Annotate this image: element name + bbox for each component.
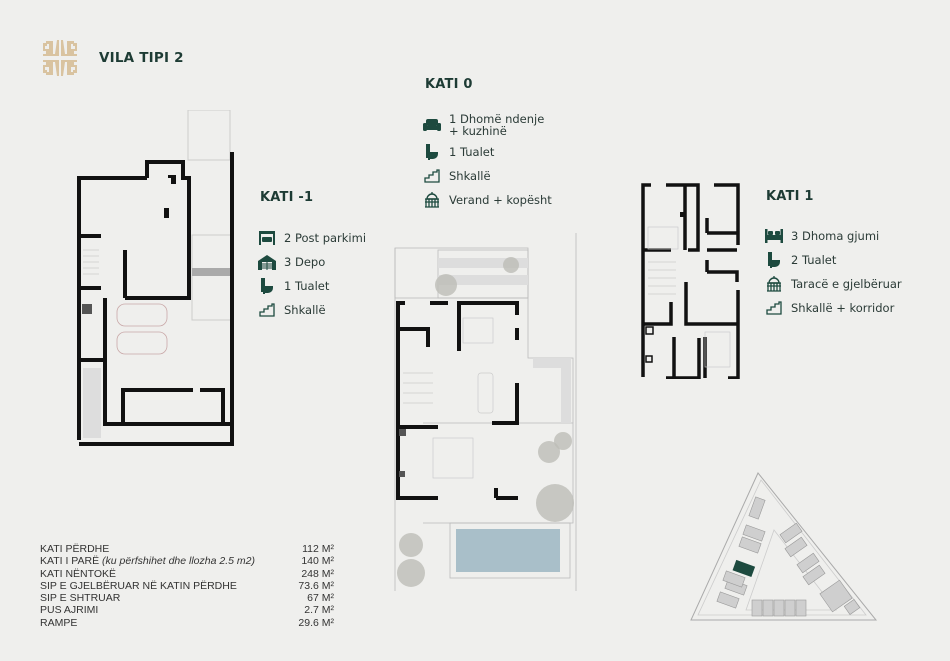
toilet-icon [258,278,276,294]
area-row: KATI I PARË (ku përfshihet dhe llozha 2.… [40,555,334,568]
feature-stairs: Shkallë [423,164,552,188]
feature-toilets: 2 Tualet [765,248,902,272]
ground-title: KATI 0 [425,77,473,92]
toilet-icon [765,252,783,268]
feature-storage: 3 Depo [258,250,366,274]
feature-veranda-garden: Verand + kopësht [423,188,552,212]
feature-toilet: 1 Tualet [423,140,552,164]
basement-floor-plan [75,110,240,450]
basement-features: 2 Post parkimi 3 Depo 1 Tualet Shkallë [258,226,366,322]
first-floor-plan [640,182,742,379]
ground-features: 1 Dhomë ndenje + kuzhinë 1 Tualet Shkall… [423,110,552,212]
feature-living-kitchen: 1 Dhomë ndenje + kuzhinë [423,110,552,140]
gazebo-icon [765,276,783,292]
logo [40,38,80,78]
feature-bedrooms: 3 Dhoma gjumi [765,224,902,248]
bed-icon [765,228,783,244]
site-plan-map [686,470,886,630]
sofa-icon [423,117,441,133]
garage-icon [258,230,276,246]
first-floor-features: 3 Dhoma gjumi 2 Tualet Taracë e gjelbëru… [765,224,902,320]
feature-toilet: 1 Tualet [258,274,366,298]
ornamental-cross-logo-icon [43,40,77,76]
feature-stairs: Shkallë [258,298,366,322]
basement-title: KATI -1 [260,190,314,205]
ground-floor-plan [393,233,583,591]
page-title: VILA TIPI 2 [99,50,184,66]
first-floor-title: KATI 1 [766,189,814,204]
stairs-icon [423,168,441,184]
toilet-icon [423,144,441,160]
gazebo-icon [423,192,441,208]
feature-green-terrace: Taracë e gjelbëruar [765,272,902,296]
warehouse-icon [258,254,276,270]
feature-stairs-corridor: Shkallë + korridor [765,296,902,320]
stairs-icon [765,300,783,316]
stairs-icon [258,302,276,318]
feature-parking: 2 Post parkimi [258,226,366,250]
